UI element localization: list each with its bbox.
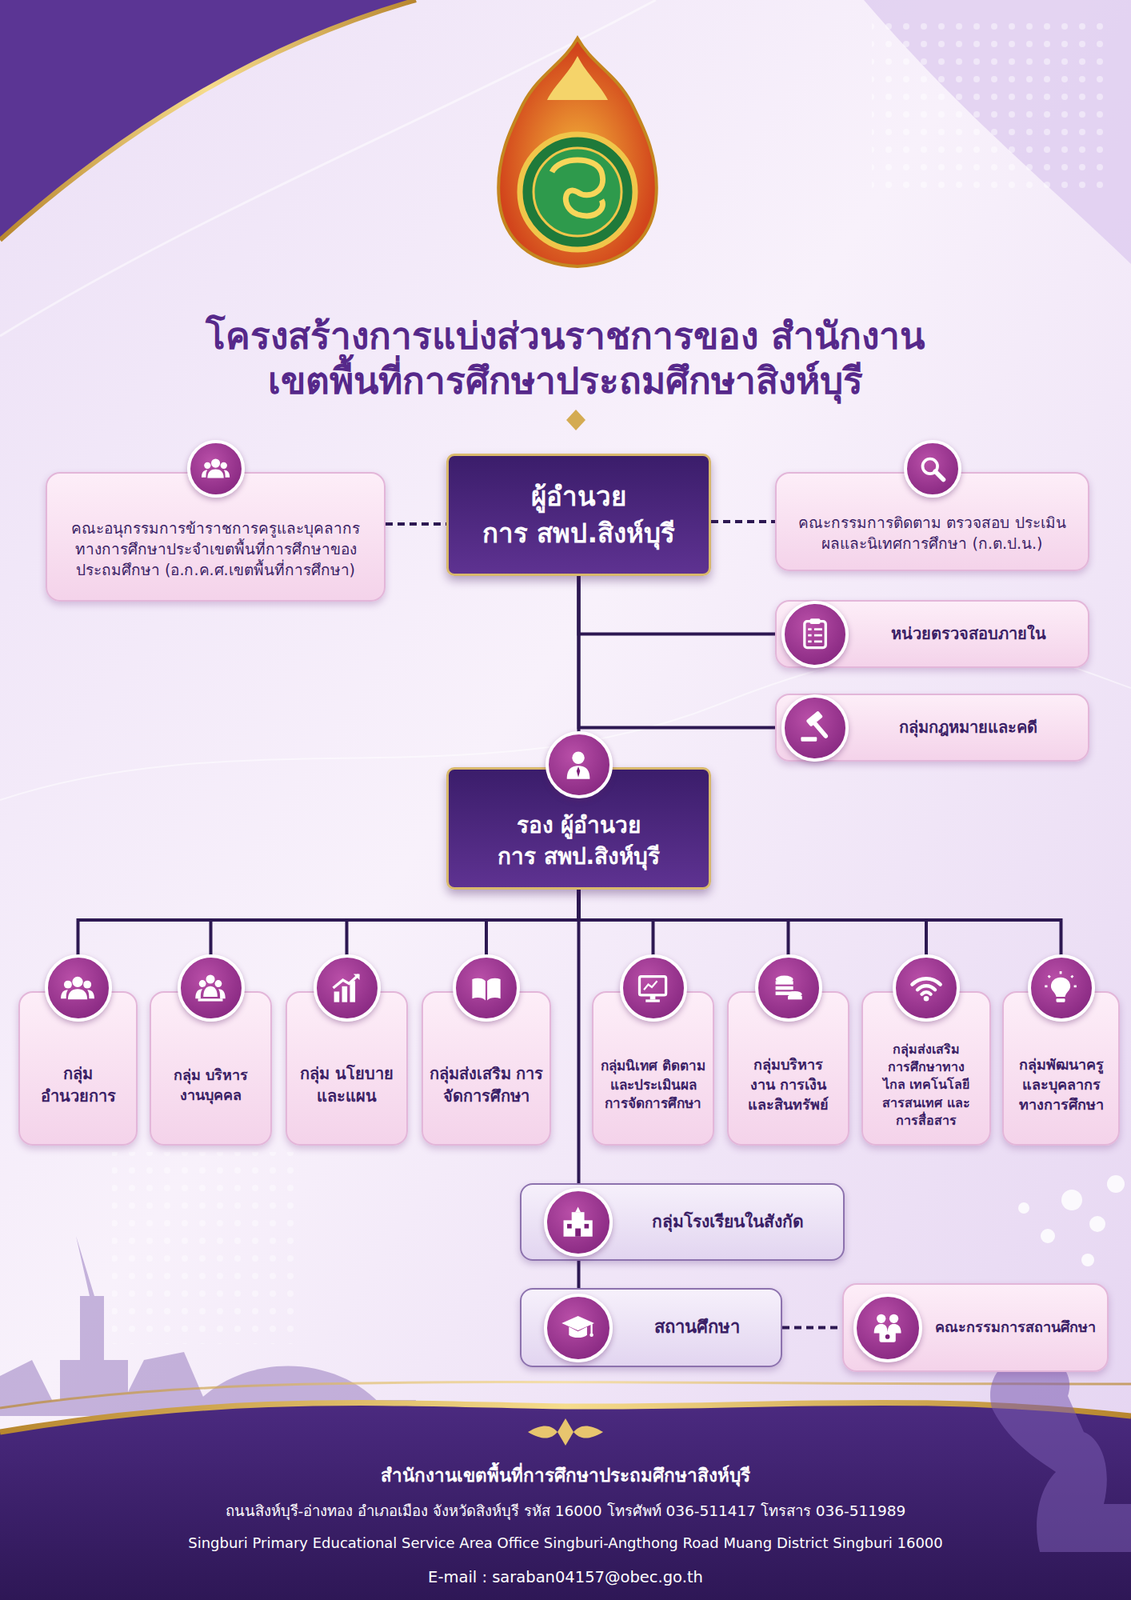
group-box: กลุ่มพัฒนาครู และบุคลากร ทางการศึกษา	[1002, 991, 1120, 1146]
title: โครงสร้างการแบ่งส่วนราชการของ สำนักงานเข…	[47, 313, 1084, 404]
icon-badge	[853, 1293, 923, 1363]
icon-badge	[903, 439, 962, 498]
org-connector	[577, 889, 581, 1183]
icon-badge	[619, 954, 688, 1022]
box-text: ผู้อำนวยการ สพป.สิงห์บุรี	[461, 478, 696, 552]
dashed-link	[711, 519, 776, 524]
group-box: หน่วยตรวจสอบภายใน	[775, 599, 1090, 668]
footer-text: สำนักงานเขตพื้นที่การศึกษาประถมศึกษาสิงห…	[0, 1460, 1131, 1490]
org-connector	[579, 575, 776, 635]
dashed-link	[385, 522, 447, 526]
unit-box: สถานศึกษา	[519, 1287, 783, 1367]
box-text: หน่วยตรวจสอบภายใน	[891, 623, 1047, 646]
icon-badge	[1027, 954, 1096, 1022]
footer-text: Singburi Primary Educational Service Are…	[0, 1534, 1131, 1551]
org-connector	[577, 1260, 581, 1288]
box-text: กลุ่มนิเทศ ติดตาม และประเมินผล การจัดการ…	[598, 1056, 708, 1113]
group-box: กลุ่ม นโยบายและแผน	[285, 991, 408, 1146]
box-text: กลุ่ม บริหารงานบุคคล	[155, 1065, 266, 1106]
box-text: กลุ่มกฎหมายและคดี	[899, 716, 1038, 740]
box-text: กลุ่มพัฒนาครู และบุคลากร ทางการศึกษา	[1008, 1055, 1114, 1115]
box-text: รอง ผู้อำนวยการ สพป.สิงห์บุรี	[459, 810, 698, 872]
icon-badge	[781, 694, 849, 762]
icon-badge	[452, 954, 520, 1022]
org-connector	[579, 575, 776, 728]
director-box: รอง ผู้อำนวยการ สพป.สิงห์บุรี	[446, 767, 712, 890]
icon-badge	[177, 954, 245, 1022]
box-text: กลุ่มบริหารงาน การเงิน และสินทรัพย์	[733, 1055, 844, 1115]
group-box: กลุ่ม บริหารงานบุคคล	[149, 991, 272, 1146]
group-box: คณะกรรมการติดตาม ตรวจสอบ ประเมินผลและนิเ…	[775, 471, 1090, 572]
box-text: กลุ่มส่งเสริม การศึกษาทางไกล เทคโนโลยีสา…	[867, 1040, 986, 1129]
icon-badge	[187, 439, 245, 498]
footer-text: ถนนสิงห์บุรี-อ่างทอง อำเภอเมือง จังหวัดส…	[0, 1498, 1131, 1523]
org-connector	[211, 889, 580, 992]
group-box: คณะกรรมการสถานศึกษา	[842, 1282, 1109, 1372]
box-text: กลุ่มส่งเสริม การจัดการศึกษา	[427, 1063, 545, 1108]
dashed-link	[782, 1326, 843, 1330]
icon-badge	[755, 954, 823, 1022]
footer-text: E-mail : saraban04157@obec.go.th	[0, 1567, 1131, 1587]
icon-badge	[892, 954, 960, 1022]
icon-badge	[545, 731, 613, 799]
box-text: คณะกรรมการติดตาม ตรวจสอบ ประเมินผลและนิเ…	[789, 511, 1076, 554]
icon-badge	[313, 954, 381, 1022]
box-text: คณะอนุกรรมการข้าราชการครูและบุคลากร ทางก…	[61, 517, 370, 581]
box-text: สถานศึกษา	[654, 1314, 740, 1339]
box-text: กลุ่ม นโยบายและแผน	[291, 1063, 402, 1108]
emblem	[498, 38, 657, 267]
icon-badge	[44, 954, 112, 1022]
icon-badge	[543, 1293, 613, 1363]
group-box: กลุ่ม อำนวยการ	[18, 991, 138, 1146]
box-text: คณะกรรมการสถานศึกษา	[935, 1317, 1096, 1338]
group-box: กลุ่มส่งเสริม การจัดการศึกษา	[421, 991, 552, 1146]
icon-badge	[781, 600, 849, 668]
group-box: กลุ่มบริหารงาน การเงิน และสินทรัพย์	[727, 991, 850, 1146]
director-box: ผู้อำนวยการ สพป.สิงห์บุรี	[446, 453, 712, 576]
group-box: กลุ่มส่งเสริม การศึกษาทางไกล เทคโนโลยีสา…	[861, 991, 992, 1146]
group-box: คณะอนุกรรมการข้าราชการครูและบุคลากร ทางก…	[45, 471, 386, 602]
group-box: กลุ่มนิเทศ ติดตาม และประเมินผล การจัดการ…	[591, 991, 715, 1146]
box-text: กลุ่มโรงเรียนในสังกัด	[651, 1210, 804, 1234]
icon-badge	[543, 1187, 613, 1257]
box-text: กลุ่ม อำนวยการ	[24, 1063, 132, 1108]
group-box: กลุ่มกฎหมายและคดี	[775, 693, 1090, 762]
unit-box: กลุ่มโรงเรียนในสังกัด	[519, 1182, 845, 1261]
